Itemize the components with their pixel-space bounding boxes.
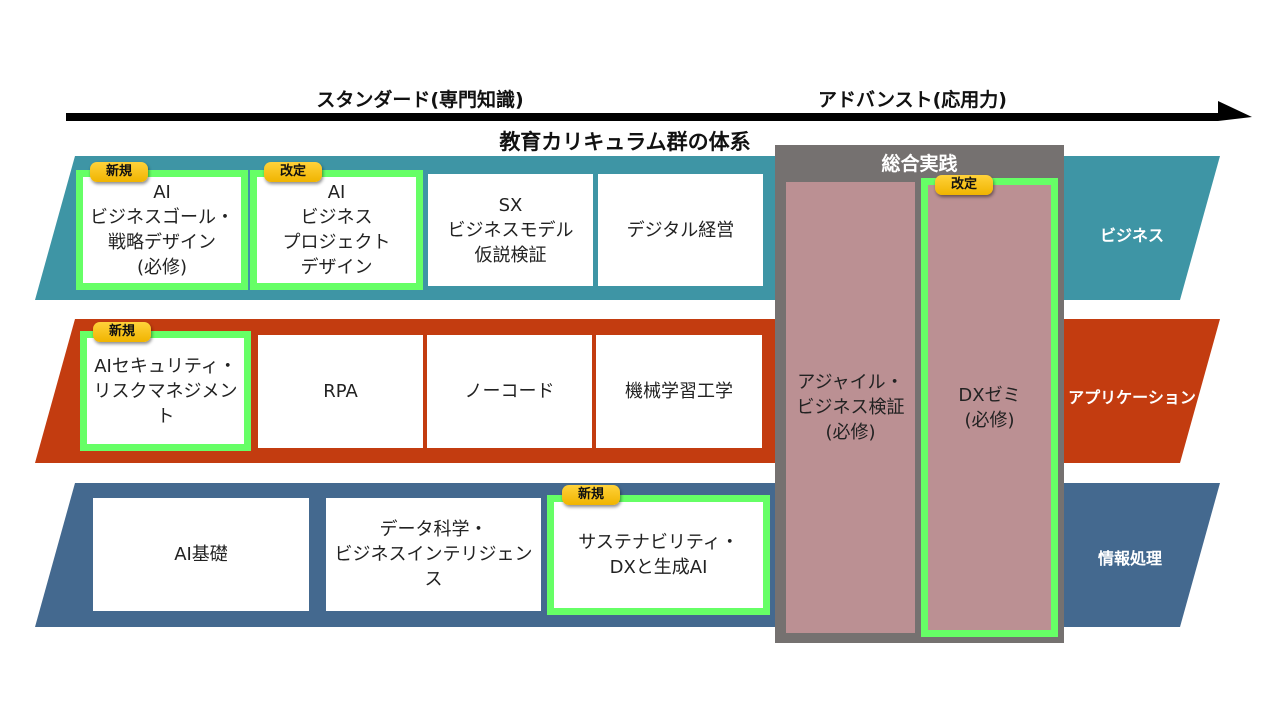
row-label-application: アプリケーション — [1068, 388, 1196, 407]
course-card: サステナビリティ・ DXと生成AI — [547, 495, 770, 615]
diagram-title: 教育カリキュラム群の体系 — [499, 130, 751, 154]
course-card: 機械学習工学 — [596, 335, 762, 448]
practice-card: DXゼミ (必修) — [921, 178, 1058, 637]
revised-badge: 改定 — [935, 175, 993, 195]
course-card: AI ビジネス プロジェクト デザイン — [250, 170, 423, 290]
course-card: RPA — [258, 335, 423, 448]
practice-panel: 総合実践 アジャイル・ ビジネス検証 (必修) DXゼミ (必修) 改定 — [775, 145, 1064, 643]
course-card: ノーコード — [427, 335, 592, 448]
course-card: AIセキュリティ・ リスクマネジメント — [80, 331, 251, 451]
practice-card: アジャイル・ ビジネス検証 (必修) — [786, 182, 915, 633]
standard-label: スタンダード(専門知識) — [316, 89, 524, 111]
course-card: デジタル経営 — [598, 174, 763, 286]
practice-title: 総合実践 — [881, 153, 958, 175]
row-label-info: 情報処理 — [1097, 549, 1162, 568]
advanced-label: アドバンスト(応用力) — [818, 89, 1007, 111]
row-label-business: ビジネス — [1099, 226, 1164, 245]
course-card: SX ビジネスモデル 仮説検証 — [428, 174, 593, 286]
arrow-line — [66, 101, 1252, 121]
new-badge: 新規 — [93, 322, 151, 342]
course-card: AI基礎 — [93, 498, 309, 611]
course-card: AI ビジネスゴール・ 戦略デザイン (必修) — [76, 170, 248, 290]
new-badge: 新規 — [90, 162, 148, 182]
course-card: データ科学・ ビジネスインテリジェンス — [326, 498, 541, 611]
new-badge: 新規 — [562, 485, 620, 505]
revised-badge: 改定 — [264, 162, 322, 182]
